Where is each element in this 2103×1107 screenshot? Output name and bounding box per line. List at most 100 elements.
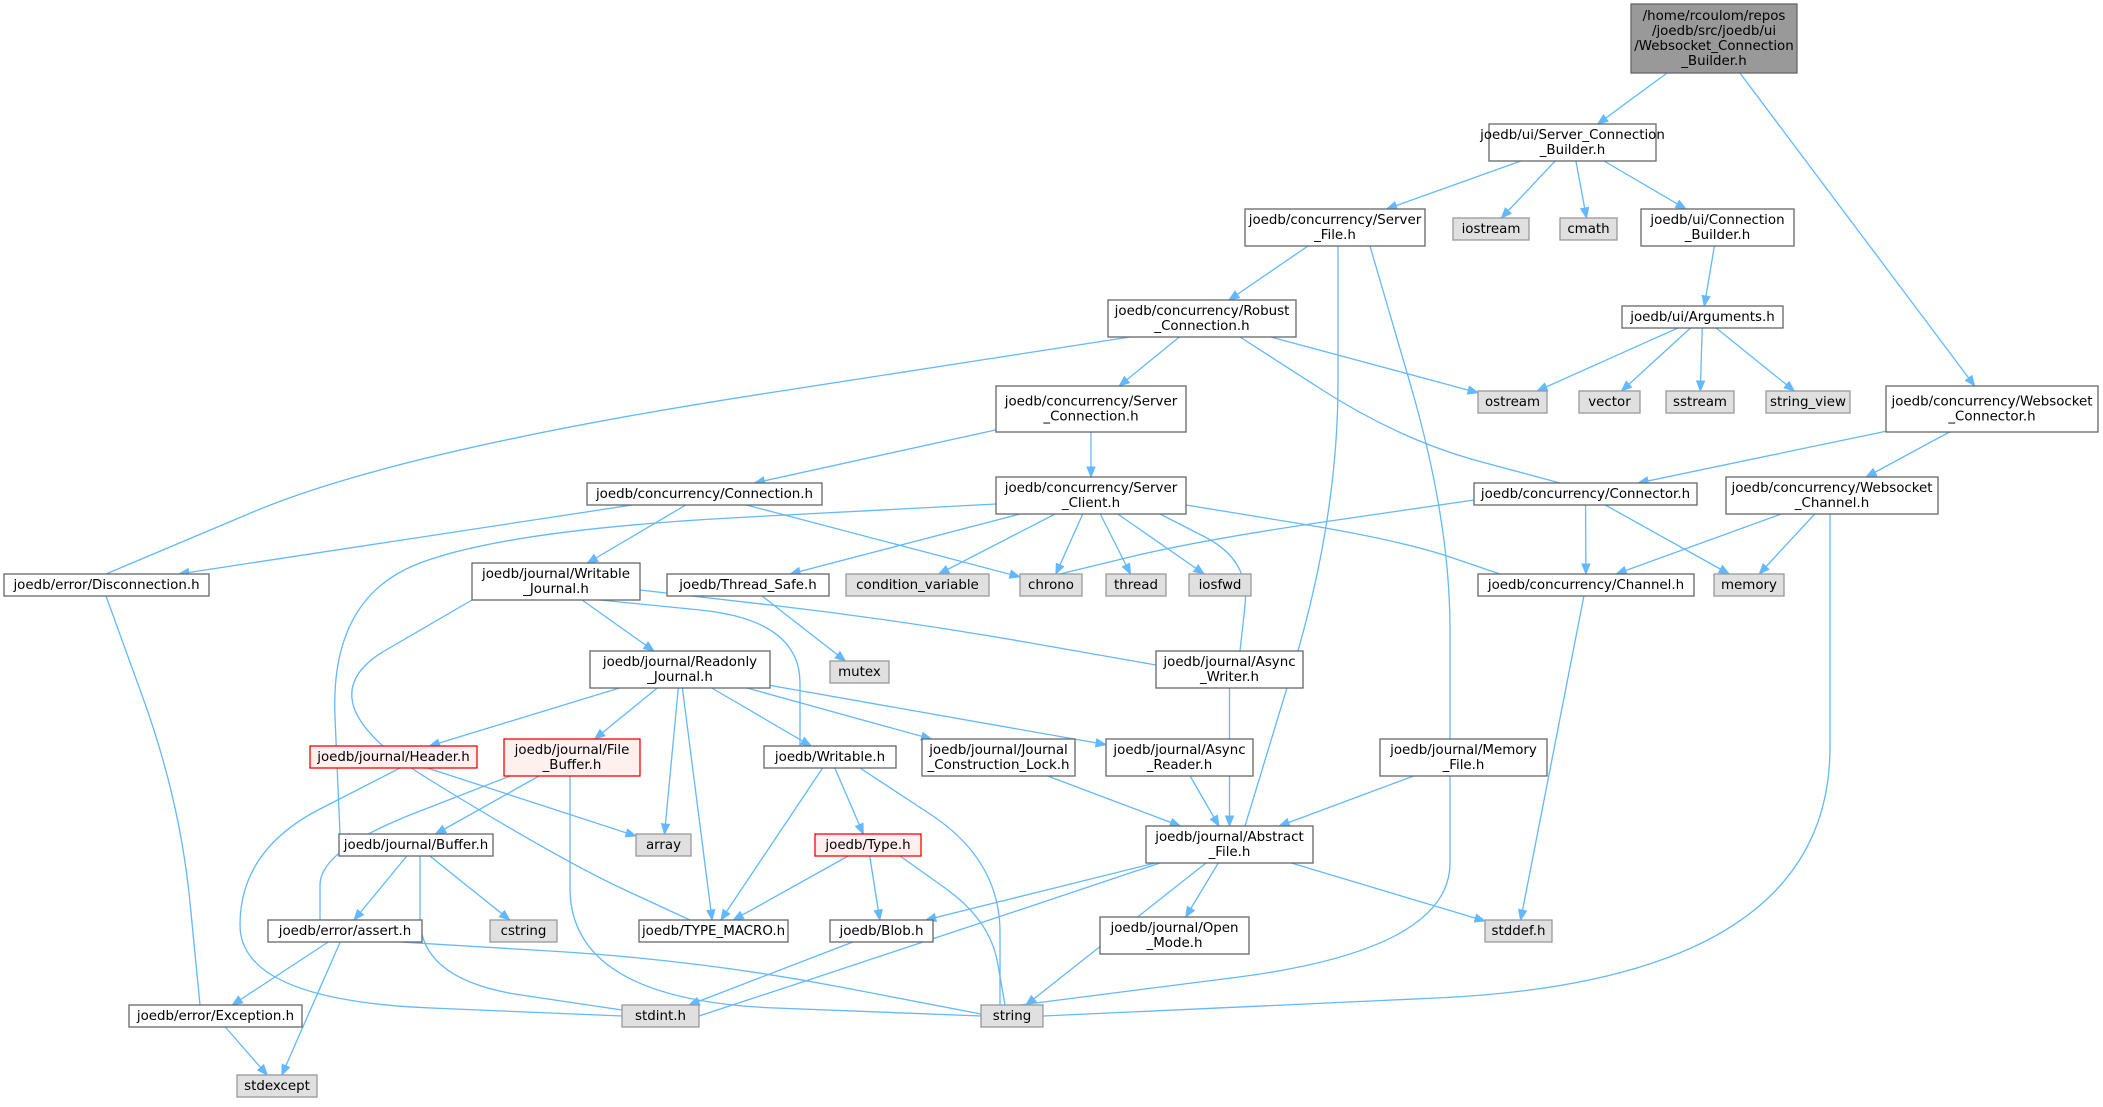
edge-line — [1758, 513, 1816, 575]
node-label: _File.h — [1442, 758, 1485, 773]
edge-async_reader-to-abstract_file — [1189, 775, 1220, 828]
node-condition-variable: condition_variable — [845, 573, 990, 597]
node-writable-journal[interactable]: joedb/journal/Writable_Journal.h — [471, 562, 641, 601]
node-channel[interactable]: joedb/concurrency/Channel.h — [1477, 573, 1695, 597]
node-abstract-file[interactable]: joedb/journal/Abstract_File.h — [1145, 825, 1314, 864]
arrowhead-icon — [1227, 290, 1241, 301]
node-box — [1379, 738, 1548, 777]
node-type[interactable]: joedb/Type.h — [814, 833, 922, 857]
edge-robust_connection-to-disconnection — [105, 336, 1131, 575]
node-memory-file[interactable]: joedb/journal/Memory_File.h — [1379, 738, 1548, 777]
node-label: joedb/journal/Memory — [1389, 743, 1537, 758]
edge-buffer-to-assert — [353, 855, 408, 922]
edge-root-to-server_connection_builder — [1596, 72, 1668, 125]
edge-line — [1386, 160, 1522, 210]
node-disconnection[interactable]: joedb/error/Disconnection.h — [3, 573, 210, 597]
node-box — [995, 385, 1187, 433]
edge-server_connection_builder-to-iostream — [1500, 160, 1556, 219]
edge-server_connection-to-server_client — [1086, 432, 1096, 479]
arrowhead-icon — [1192, 564, 1206, 575]
node-box — [1473, 482, 1698, 506]
node-connector[interactable]: joedb/concurrency/Connector.h — [1473, 482, 1698, 506]
arrowhead-icon — [1596, 114, 1609, 125]
edge-robust_connection-to-ostream — [1270, 336, 1480, 395]
edge-line — [754, 429, 997, 484]
node-arguments[interactable]: joedb/ui/Arguments.h — [1621, 305, 1784, 329]
edge-readonly_journal-to-type_macro — [681, 687, 716, 922]
edge-line — [1228, 245, 1309, 301]
arrowhead-icon — [231, 995, 244, 1006]
arrowhead-icon — [1865, 467, 1878, 478]
node-box — [1484, 919, 1553, 943]
edge-writable_journal-to-readonly_journal — [581, 599, 655, 652]
arrowhead-icon — [593, 728, 606, 740]
edge-line — [587, 504, 687, 564]
edge-server_file-to-abstract_file — [1244, 246, 1339, 827]
edge-line — [1117, 513, 1205, 575]
edge-line — [351, 599, 691, 921]
node-label: joedb/concurrency/Websocket — [1730, 481, 1932, 496]
edge-line — [1369, 245, 1451, 739]
node-sstream: sstream — [1665, 390, 1735, 414]
edge-buffer-to-stdint — [419, 855, 623, 1011]
node-async-reader[interactable]: joedb/journal/Async_Reader.h — [1105, 738, 1254, 777]
node-writable[interactable]: joedb/Writable.h — [763, 745, 897, 769]
arrowhead-icon — [281, 1063, 291, 1077]
node-thread-safe[interactable]: joedb/Thread_Safe.h — [666, 573, 830, 597]
edge-arguments-to-vector — [1620, 327, 1691, 392]
node-label: joedb/ui/Server_Connection — [1479, 128, 1665, 143]
node-label: stddef.h — [1492, 924, 1546, 939]
node-server-connection[interactable]: joedb/concurrency/Server_Connection.h — [995, 385, 1187, 433]
node-label: /joedb/src/joedb/ui — [1652, 24, 1776, 39]
node-async-writer[interactable]: joedb/journal/Async_Writer.h — [1155, 650, 1304, 689]
edge-connection-to-writable_journal — [586, 504, 687, 564]
node-vector: vector — [1578, 390, 1641, 414]
node-server-connection-builder[interactable]: joedb/ui/Server_Connection_Builder.h — [1479, 123, 1665, 162]
edge-line — [1519, 595, 1585, 921]
node-label: array — [646, 838, 681, 853]
node-label: joedb/Type.h — [824, 838, 910, 853]
edge-server_client-to-thread — [1099, 513, 1132, 576]
node-label: joedb/Writable.h — [774, 750, 885, 765]
node-connection-builder[interactable]: joedb/ui/Connection_Builder.h — [1640, 208, 1795, 247]
node-server-client[interactable]: joedb/concurrency/Server_Client.h — [995, 476, 1187, 515]
node-string-view: string_view — [1765, 390, 1851, 414]
node-readonly-journal[interactable]: joedb/journal/Readonly_Journal.h — [589, 650, 771, 689]
node-buffer[interactable]: joedb/journal/Buffer.h — [338, 833, 494, 857]
node-root[interactable]: /home/rcoulom/repos/joedb/src/joedb/ui/W… — [1630, 3, 1798, 74]
node-label: joedb/error/Exception.h — [136, 1009, 294, 1024]
node-server-file[interactable]: joedb/concurrency/Server_File.h — [1244, 208, 1426, 247]
edge-file_buffer-to-buffer — [434, 775, 540, 835]
node-label: joedb/ui/Connection — [1649, 213, 1784, 228]
edge-disconnection-to-exception — [105, 595, 201, 1006]
node-websocket-connector[interactable]: joedb/concurrency/Websocket_Connector.h — [1885, 385, 2099, 433]
node-connection[interactable]: joedb/concurrency/Connection.h — [586, 482, 823, 506]
node-label: _Client.h — [1061, 496, 1120, 511]
node-label: joedb/journal/Journal — [928, 743, 1068, 758]
node-type-macro[interactable]: joedb/TYPE_MACRO.h — [638, 919, 789, 943]
node-label: _Buffer.h — [542, 758, 602, 773]
edge-abstract_file-to-stdint — [698, 862, 1161, 1017]
edge-line — [1715, 327, 1795, 392]
node-blob[interactable]: joedb/Blob.h — [829, 919, 934, 943]
node-label: _Connection.h — [1153, 319, 1249, 334]
node-label: thread — [1114, 578, 1158, 593]
edge-line — [1536, 327, 1679, 392]
node-box — [1105, 738, 1254, 777]
arrowhead-icon — [834, 650, 847, 662]
node-header[interactable]: joedb/journal/Header.h — [309, 745, 478, 769]
node-construction-lock[interactable]: joedb/journal/Journal_Construction_Lock.… — [921, 738, 1076, 777]
arrowhead-icon — [586, 553, 599, 564]
arrowhead-icon — [1185, 905, 1196, 919]
node-open-mode[interactable]: joedb/journal/Open_Mode.h — [1099, 916, 1250, 955]
node-file-buffer[interactable]: joedb/journal/File_Buffer.h — [503, 738, 641, 777]
node-box — [1640, 208, 1795, 247]
node-box — [995, 476, 1187, 515]
node-websocket-channel[interactable]: joedb/concurrency/Websocket_Channel.h — [1725, 476, 1939, 515]
edge-arguments-to-sstream — [1695, 327, 1706, 393]
edge-line — [231, 941, 329, 1006]
edge-line — [105, 336, 1131, 575]
node-assert[interactable]: joedb/error/assert.h — [267, 919, 423, 943]
node-exception[interactable]: joedb/error/Exception.h — [128, 1004, 303, 1028]
node-robust-connection[interactable]: joedb/concurrency/Robust_Connection.h — [1107, 299, 1297, 338]
